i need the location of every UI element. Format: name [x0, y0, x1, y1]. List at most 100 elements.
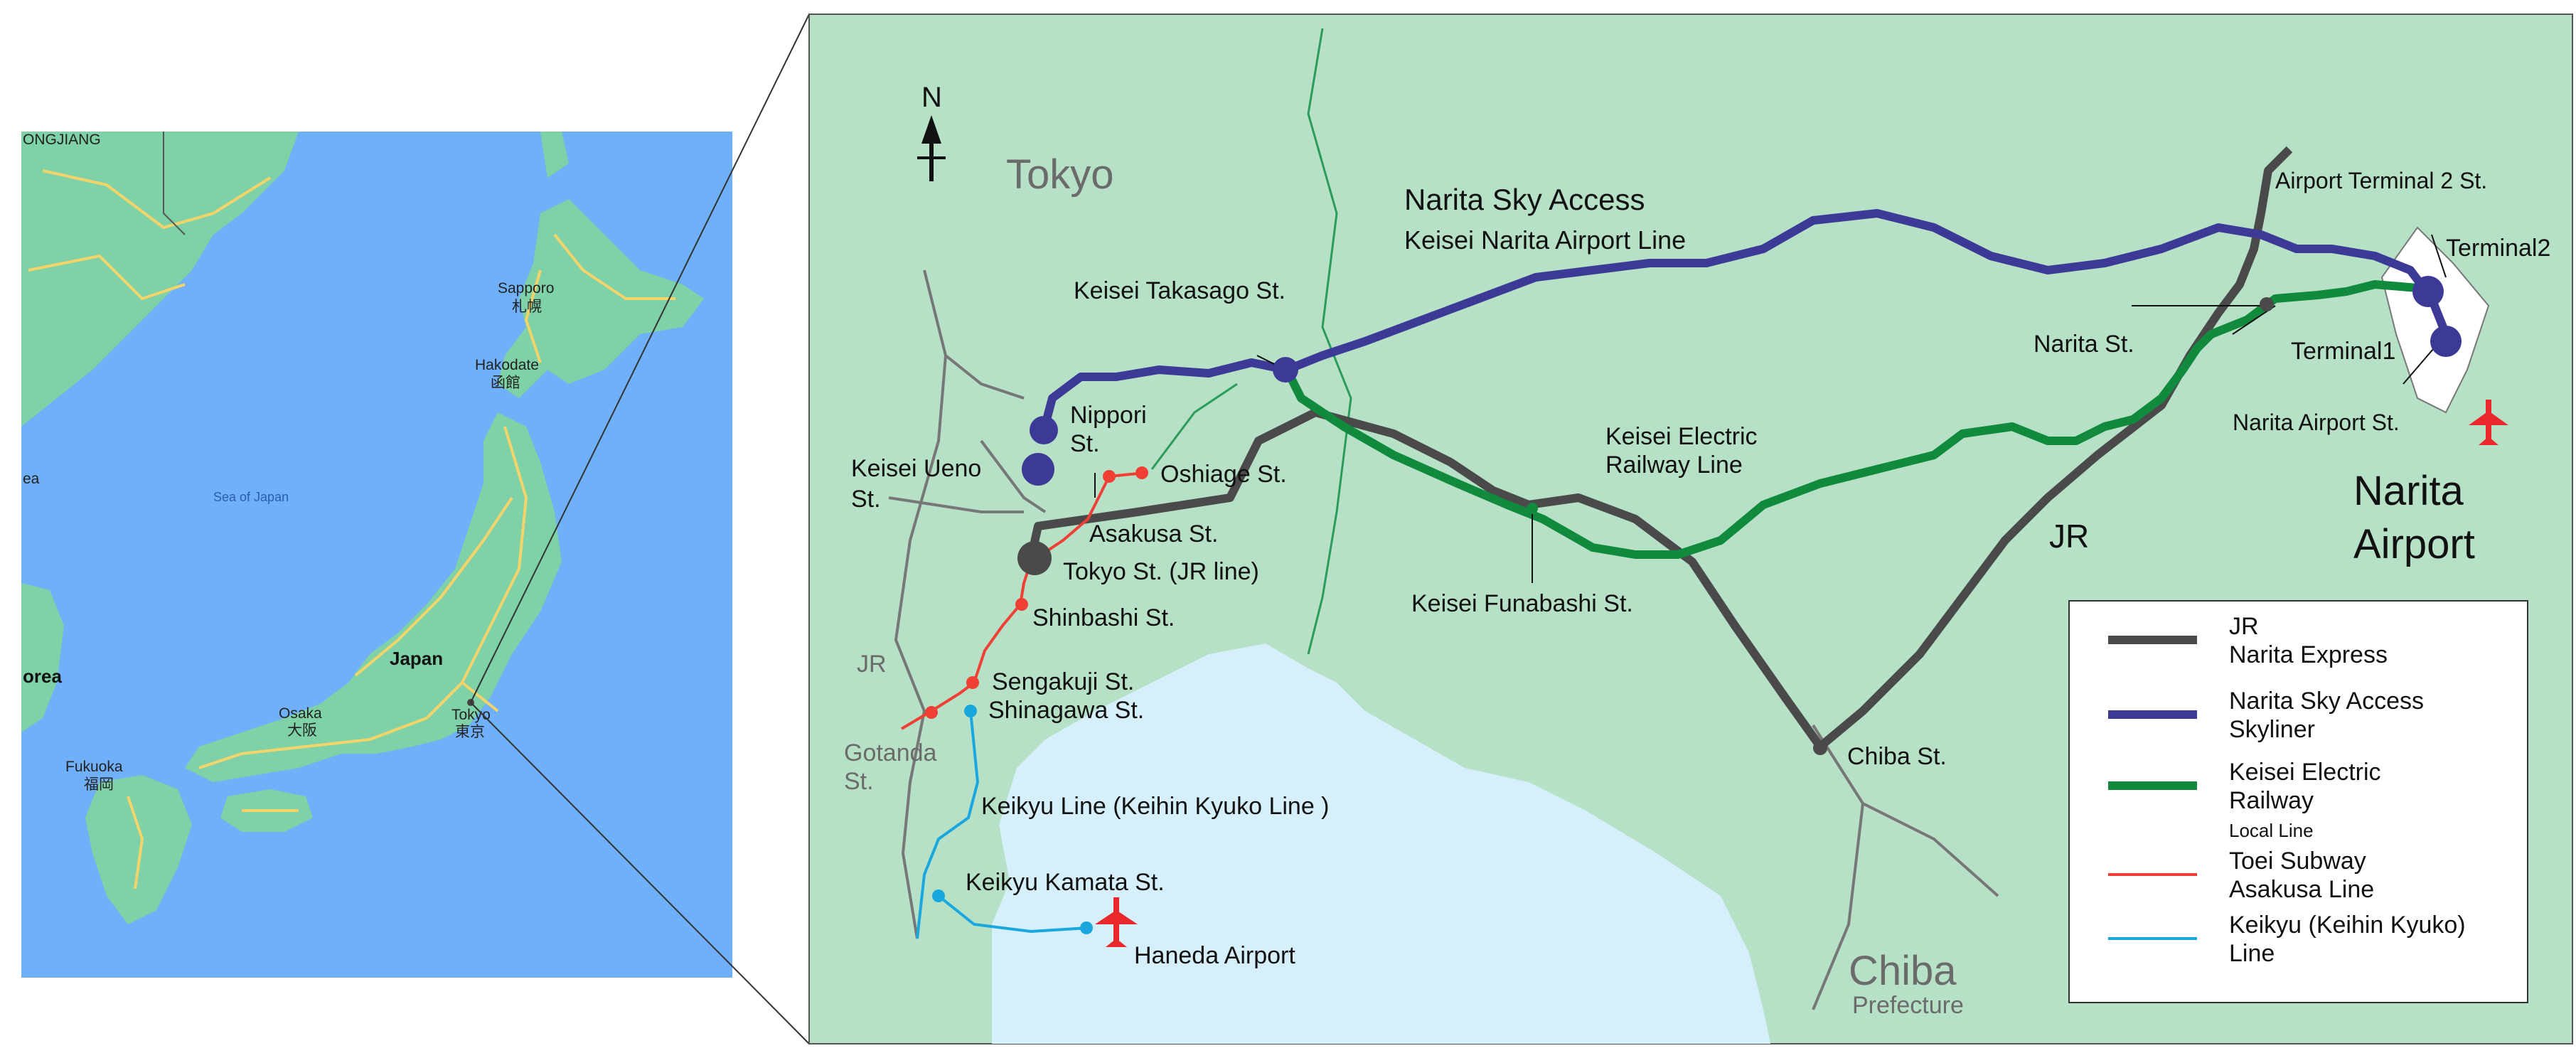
station-chiba[interactable] [1813, 741, 1827, 755]
label-sengakuji: Sengakuji St. [992, 668, 1134, 695]
overview-border [163, 132, 186, 235]
legend-text-3-2: Asakusa Line [2229, 876, 2374, 903]
station-nippori[interactable] [1030, 416, 1058, 444]
narita-airport-icon [2469, 400, 2508, 445]
title-keisei-electric-2: Railway Line [1605, 451, 1743, 479]
station-keisei-funabashi[interactable] [1527, 503, 1538, 514]
label-chiba-station: Chiba St. [1847, 743, 1947, 770]
overview-korea-land [21, 583, 64, 732]
station-keisei-takasago[interactable] [1273, 357, 1298, 383]
label-terminal2: Terminal2 [2446, 235, 2550, 262]
legend-text-2-2: Railway [2229, 787, 2314, 814]
region-tokyo: Tokyo [1006, 151, 1114, 198]
line-keikyu [916, 710, 980, 939]
title-jr: JR [2049, 518, 2089, 555]
tokyo-bay [992, 643, 1770, 1044]
station-haneda[interactable] [1080, 921, 1093, 934]
north-arrow-head [921, 115, 941, 144]
overview-label-hakodate-jp: 函館 [491, 375, 520, 391]
legend-text-1-2: Skyliner [2229, 716, 2315, 743]
station-oshiage[interactable] [1135, 466, 1148, 479]
label-gotanda-2: St. [844, 768, 874, 795]
overview-mainland [21, 132, 299, 427]
region-chiba: Chiba [1849, 948, 1957, 994]
overview-label-osaka-jp: 大阪 [287, 722, 317, 739]
label-shinagawa: Shinagawa St. [988, 697, 1144, 724]
legend-text-4-2: Line [2229, 940, 2275, 967]
station-shinagawa[interactable] [964, 705, 977, 717]
overview-label-fukuoka: Fukuoka [65, 759, 123, 775]
label-airport-terminal2: Airport Terminal 2 St. [2275, 168, 2487, 193]
north-arrow: N [917, 82, 946, 181]
station-sengakuji[interactable] [966, 676, 979, 689]
legend-box [2068, 600, 2528, 1003]
region-narita-airport-line1: Narita [2353, 468, 2464, 514]
label-nippori-1: Nippori [1070, 402, 1147, 429]
overview-label-korea-edge: ea [23, 471, 40, 487]
legend-text-2-3: Local Line [2229, 820, 2314, 841]
label-keisei-funabashi: Keisei Funabashi St. [1411, 590, 1633, 617]
station-gotanda[interactable] [925, 706, 938, 719]
overview-label-japan: Japan [390, 648, 443, 669]
title-sky-access-1: Narita Sky Access [1404, 183, 1645, 216]
overview-sakhalin [540, 132, 569, 178]
station-narita[interactable] [2260, 297, 2274, 311]
station-keisei-ueno[interactable] [1022, 453, 1054, 486]
station-keikyu-kamata[interactable] [932, 889, 945, 902]
legend-text-3-1: Toei Subway [2229, 848, 2366, 875]
callout-line-top [470, 14, 810, 703]
title-keisei-electric-1: Keisei Electric [1605, 423, 1758, 450]
station-asakusa[interactable] [1103, 470, 1116, 483]
label-tokyo-station: Tokyo St. (JR line) [1063, 558, 1259, 585]
label-keisei-ueno-2: St. [851, 486, 881, 513]
station-tokyo[interactable] [1017, 541, 1052, 575]
overview-honshu [185, 412, 562, 782]
legend-text-0-2: Narita Express [2229, 641, 2388, 668]
label-keisei-takasago: Keisei Takasago St. [1074, 277, 1286, 304]
line-sky-access [1040, 209, 2450, 432]
label-haneda: Haneda Airport [1134, 942, 1295, 969]
label-oshiage: Oshiage St. [1160, 461, 1287, 488]
overview-label-hakodate: Hakodate [475, 357, 539, 373]
overview-label-tokyo-jp: 東京 [455, 724, 485, 740]
title-keikyu: Keikyu Line (Keihin Kyuko Line ) [981, 793, 1330, 820]
overview-label-sapporo: Sapporo [498, 280, 554, 296]
overview-label-heilongjiang: ONGJIANG [23, 132, 101, 148]
label-keikyu-kamata: Keikyu Kamata St. [966, 869, 1165, 896]
overview-map: ONGJIANG Sapporo 札幌 Hakodate 函館 Sea of J… [21, 132, 732, 978]
station-narita-airport[interactable] [2430, 326, 2462, 357]
station-airport-terminal2[interactable] [2412, 276, 2444, 307]
boundaries [888, 269, 1999, 1010]
legend-text-1-1: Narita Sky Access [2229, 688, 2424, 715]
callout-line-bottom [470, 702, 810, 1044]
line-keisei [1283, 280, 2418, 559]
overview-kyushu [85, 775, 192, 924]
overview-label-sea-of-japan: Sea of Japan [213, 490, 289, 504]
label-terminal1: Terminal1 [2291, 338, 2395, 365]
haneda-airport-icon [1095, 897, 1138, 947]
label-narita-station: Narita St. [2033, 331, 2134, 358]
stations [925, 276, 2462, 934]
north-arrow-label: N [921, 82, 942, 113]
region-narita-airport-line2: Airport [2353, 521, 2475, 567]
overview-label-sapporo-jp: 札幌 [512, 299, 542, 315]
green-boundary [1150, 28, 1352, 655]
legend-text-0-1: JR [2229, 613, 2259, 640]
label-narita-airport-station: Narita Airport St. [2233, 410, 2400, 435]
title-sky-access-2: Keisei Narita Airport Line [1404, 225, 1686, 255]
title-jr-left: JR [857, 651, 887, 678]
station-shinbashi[interactable] [1015, 598, 1028, 611]
overview-label-fukuoka-jp: 福岡 [84, 776, 114, 793]
overview-roads [28, 169, 675, 889]
label-nippori-2: St. [1070, 430, 1100, 457]
legend-text-4-1: Keikyu (Keihin Kyuko) [2229, 912, 2466, 939]
label-asakusa: Asakusa St. [1089, 520, 1218, 547]
overview-hokkaido [498, 199, 704, 398]
line-keikyu-haneda [937, 894, 1089, 934]
line-jr [1027, 146, 2293, 751]
overview-label-osaka: Osaka [279, 705, 322, 722]
